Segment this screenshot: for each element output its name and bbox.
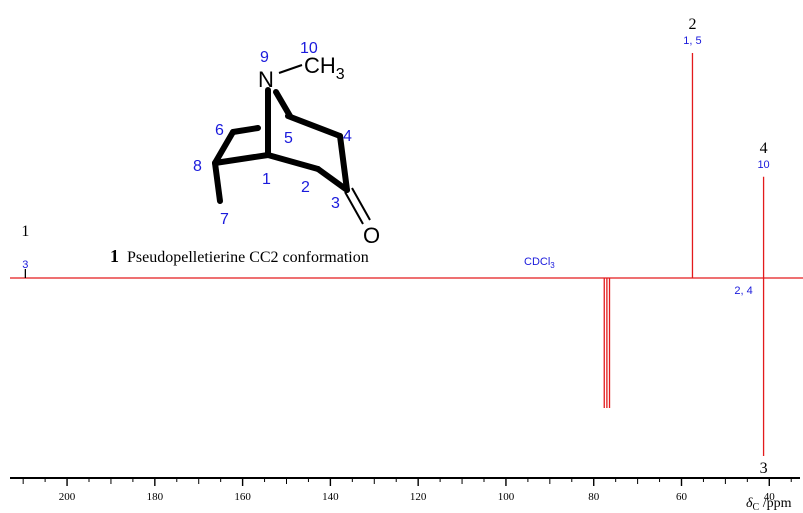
nitrogen-label: N bbox=[258, 67, 274, 92]
atom-label-8: 8 bbox=[193, 158, 202, 175]
x-tick-label: 100 bbox=[498, 491, 515, 503]
atom-label-6: 6 bbox=[215, 122, 224, 139]
x-tick-label: 120 bbox=[410, 491, 427, 503]
x-axis-ticks bbox=[22, 478, 792, 486]
x-axis-unit-label: δC /ppm bbox=[746, 496, 792, 513]
structure-bonds bbox=[212, 87, 350, 204]
compound-name: Pseudopelletierine CC2 conformation bbox=[127, 249, 369, 266]
x-axis-tick-labels: 200 180 160 140 120 100 80 60 40 bbox=[59, 491, 775, 503]
peak-number-label: 4 bbox=[760, 140, 768, 157]
x-tick-label: 40 bbox=[764, 491, 776, 503]
compound-caption: 1 Pseudopelletierine CC2 conformation bbox=[110, 246, 369, 266]
peak-number-label: 1 bbox=[21, 223, 29, 240]
carbonyl-bond bbox=[344, 187, 371, 225]
compound-number: 1 bbox=[110, 246, 119, 266]
solvent-label: CDCl3 bbox=[524, 256, 555, 270]
atom-number-labels: 9 10 6 5 4 8 1 2 3 7 bbox=[193, 40, 352, 228]
methyl-subscript: 3 bbox=[336, 66, 345, 83]
peak-assignment-label: 10 bbox=[757, 159, 769, 171]
peak-assignment-label: 2, 4 bbox=[734, 285, 752, 297]
atom-label-2: 2 bbox=[301, 179, 310, 196]
x-tick-label: 160 bbox=[234, 491, 251, 503]
atom-label-1: 1 bbox=[262, 171, 271, 188]
x-tick-label: 60 bbox=[676, 491, 688, 503]
peak-assignment-label: 1, 5 bbox=[683, 35, 701, 47]
x-tick-label: 140 bbox=[322, 491, 339, 503]
methyl-bond bbox=[278, 64, 303, 74]
peak-number-label: 3 bbox=[760, 460, 768, 477]
pseudopelletierine-structure: N CH3 O 9 10 6 5 4 8 1 2 3 7 bbox=[193, 40, 380, 248]
atom-label-5: 5 bbox=[284, 130, 293, 147]
x-tick-label: 180 bbox=[147, 491, 164, 503]
atom-label-4: 4 bbox=[343, 128, 352, 145]
x-tick-label: 80 bbox=[588, 491, 600, 503]
methyl-label: CH3 bbox=[304, 53, 345, 83]
peak-number-label: 2 bbox=[688, 16, 696, 33]
x-tick-label: 200 bbox=[59, 491, 76, 503]
atom-label-3: 3 bbox=[331, 195, 340, 212]
spectrum-peaks bbox=[24, 53, 765, 456]
atom-label-9: 9 bbox=[260, 49, 269, 66]
peak-assignment-label: 3 bbox=[22, 259, 28, 271]
atom-label-7: 7 bbox=[220, 211, 229, 228]
atom-label-10: 10 bbox=[300, 40, 318, 57]
oxygen-label: O bbox=[363, 223, 380, 248]
